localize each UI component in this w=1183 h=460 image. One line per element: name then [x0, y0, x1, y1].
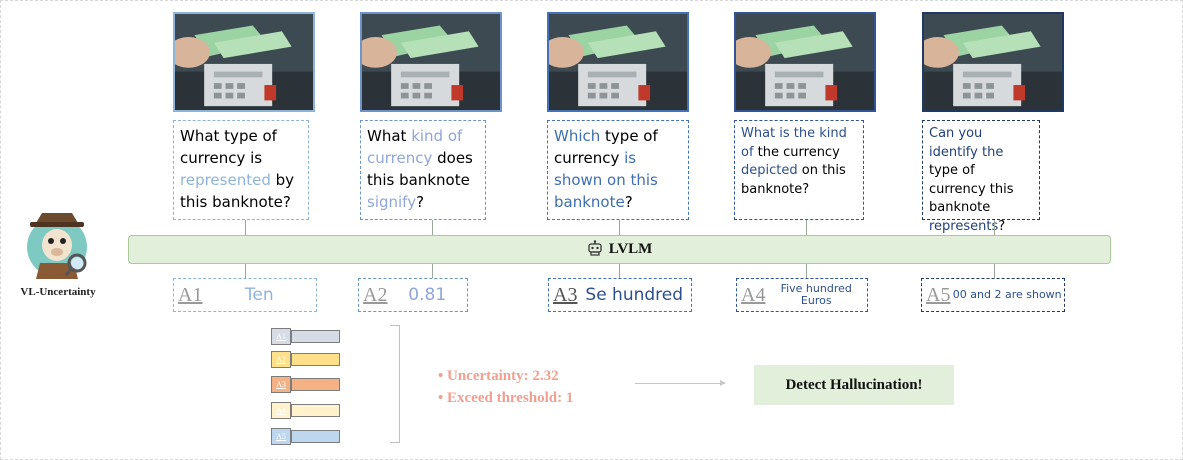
stack-bar — [291, 404, 340, 417]
answer-box: A4 Five hundred Euros — [736, 278, 868, 312]
mascot-label: VL-Uncertainty — [20, 286, 96, 298]
question-box: What kind of currency does this banknote… — [360, 120, 486, 220]
question-box: What type of currency is represented by … — [173, 120, 309, 220]
answer-value: Se hundred — [585, 284, 684, 305]
question-text: type of currency — [554, 127, 658, 167]
stack-bar — [291, 378, 340, 391]
stack-label: A1 — [271, 328, 291, 345]
threshold-stat: • Exceed threshold: 1 — [438, 390, 574, 406]
connector-line — [619, 220, 620, 235]
question-text: represents — [929, 218, 999, 234]
connector-line — [994, 220, 995, 235]
stack-label: A5 — [271, 428, 291, 445]
answer-value: 00 and 2 are shown — [952, 287, 1062, 301]
connector-line — [619, 264, 620, 278]
question-text: ? — [416, 193, 425, 211]
question-text: on this banknote? — [741, 163, 846, 197]
stack-label: A3 — [271, 376, 291, 393]
uncertainty-stat: • Uncertainty: 2.32 — [438, 368, 559, 384]
question-text: by this banknote? — [180, 171, 295, 211]
connector-line — [432, 264, 433, 278]
stack-bar — [291, 353, 340, 366]
question-text: What type of currency is — [180, 127, 277, 167]
detect-hallucination-box: Detect Hallucination! — [754, 365, 954, 405]
question-text: What — [367, 127, 412, 145]
answer-box: A3 Se hundred — [548, 278, 692, 312]
connector-line — [806, 220, 807, 235]
question-text: depicted — [741, 163, 798, 178]
answer-label: A2 — [363, 283, 388, 306]
question-box: Which type of currency is shown on this … — [547, 120, 689, 220]
lvlm-bar: LVLM — [128, 235, 1111, 264]
question-box: Can you identify the type of currency th… — [922, 120, 1040, 234]
question-box: What is the kind of the currency depicte… — [734, 120, 864, 220]
question-text: type of currency this banknote — [929, 163, 1014, 215]
answer-value: Five hundred Euros — [780, 281, 852, 307]
answer-label: A1 — [178, 283, 203, 306]
banknote-photo — [734, 12, 876, 112]
answer-value: Ten — [244, 284, 274, 305]
question-text: kind of currency — [367, 127, 463, 167]
banknote-photo — [547, 12, 689, 112]
banknote-photo — [922, 12, 1064, 112]
question-text: What is the kind of — [741, 126, 847, 160]
answer-label: A3 — [553, 283, 578, 306]
question-text: is shown on this banknote — [554, 149, 658, 211]
lvlm-label: LVLM — [608, 241, 653, 257]
question-text: the currency — [753, 144, 840, 160]
connector-line — [432, 220, 433, 235]
connector-line — [994, 264, 995, 278]
banknote-photo — [173, 12, 315, 112]
question-text: Which — [554, 127, 601, 145]
stack-bar — [291, 330, 340, 343]
arrow — [635, 380, 726, 386]
answer-box: A1 Ten — [173, 278, 317, 312]
question-text: signify — [367, 193, 417, 211]
answer-label: A4 — [741, 283, 766, 306]
stack-label: A4 — [271, 402, 291, 419]
bracket — [390, 325, 400, 443]
answer-value: 0.81 — [408, 284, 447, 305]
question-text: Can you identify the — [929, 126, 1004, 160]
question-text: ? — [998, 218, 1006, 234]
question-text: does this banknote — [367, 149, 473, 189]
connector-line — [245, 220, 246, 235]
llama-detective-icon — [22, 205, 92, 279]
connector-line — [806, 264, 807, 278]
connector-line — [245, 264, 246, 278]
banknote-photo — [360, 12, 502, 112]
answer-label: A5 — [926, 283, 951, 306]
robot-icon — [587, 239, 603, 260]
stack-bar — [291, 430, 340, 443]
question-text: ? — [624, 193, 633, 211]
answer-box: A2 0.81 — [358, 278, 468, 312]
stack-label: A2 — [271, 351, 291, 368]
question-text: represented — [180, 171, 271, 189]
